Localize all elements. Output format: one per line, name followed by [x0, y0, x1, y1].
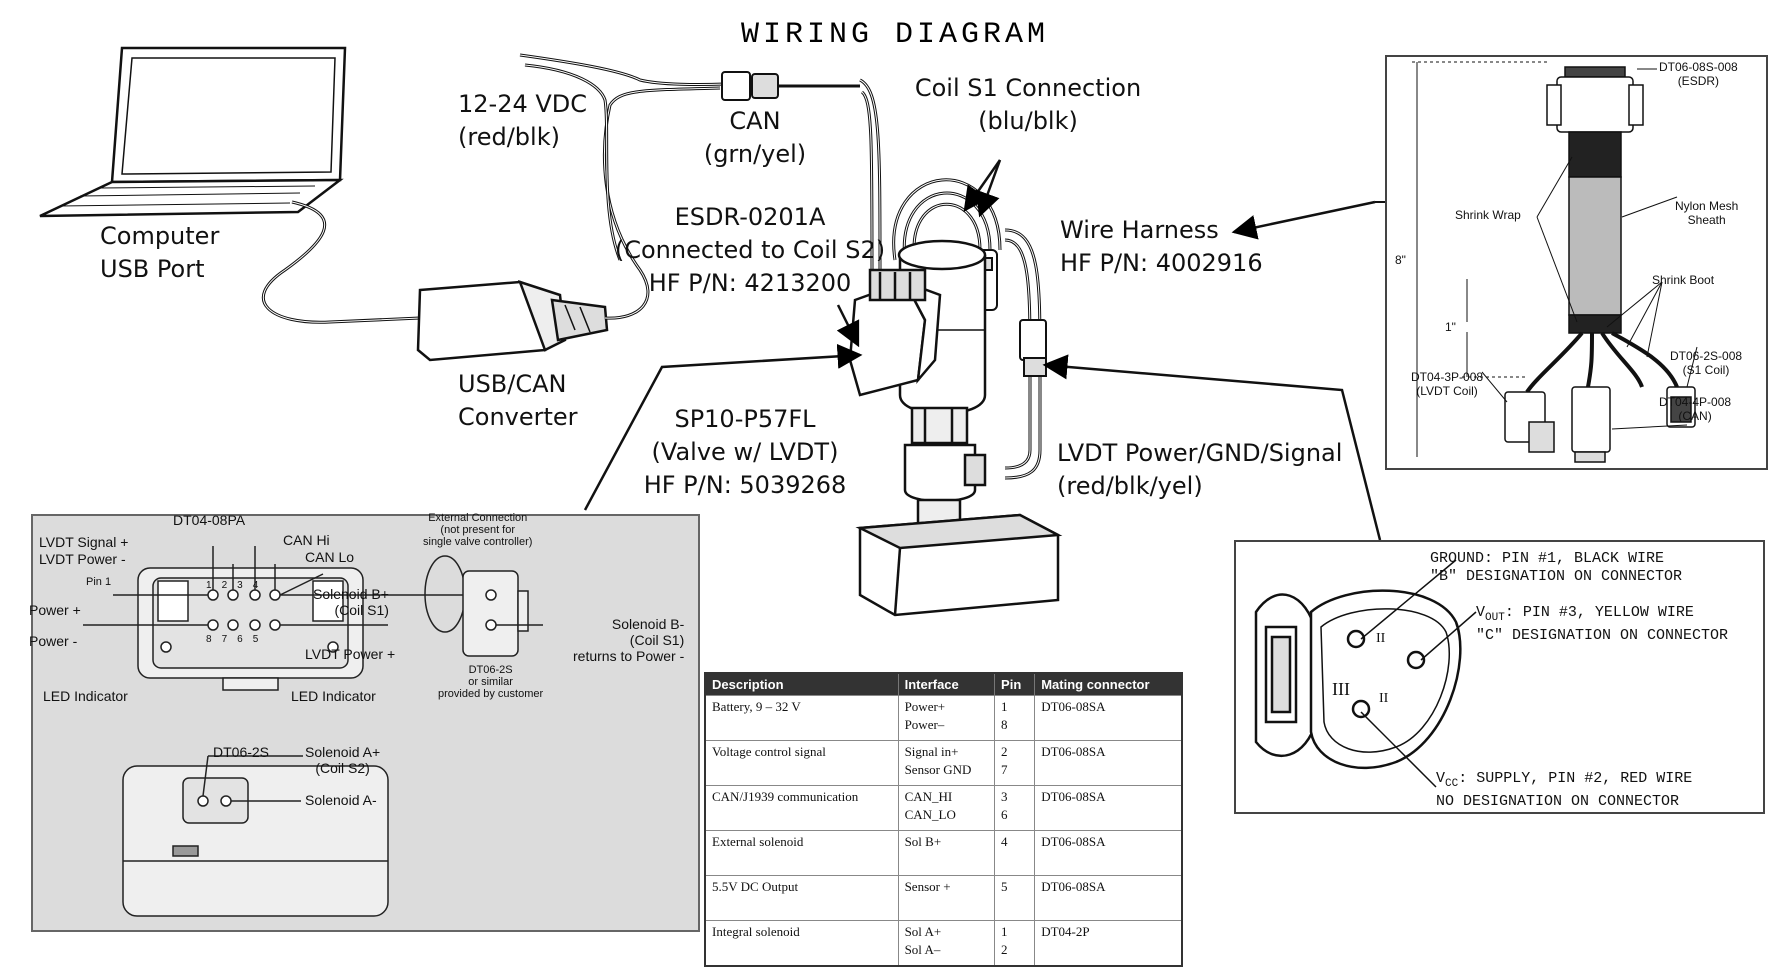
cell-description: CAN/J1939 communication: [705, 785, 899, 831]
table-header-row: Description Interface Pin Mating connect…: [705, 673, 1183, 696]
numeral-ii-top: II: [1376, 631, 1386, 646]
bottom-pin-numbers: 8765: [206, 634, 269, 645]
solenoid-a-plus-label: Solenoid A+(Coil S2): [305, 744, 381, 776]
esdr-connector-label: DT06-08S-008(ESDR): [1659, 60, 1738, 88]
cell-pin: 4: [994, 830, 1036, 876]
vcc-pin-label: VCC: SUPPLY, PIN #2, RED WIRE NO DESIGNA…: [1436, 770, 1693, 810]
can-connector-icon: [721, 71, 860, 101]
led-indicator-left-label: LED Indicator: [43, 688, 128, 704]
lvdt-pinout-inset: III II II GROUND: PIN #1, BLACK WIRE"B" …: [1234, 540, 1765, 814]
vout-pin-label: VOUT: PIN #3, YELLOW WIRE "C" DESIGNATIO…: [1476, 604, 1729, 644]
cell-connector: DT06-08SA: [1034, 830, 1183, 876]
top-pin-numbers: 1234: [206, 580, 269, 591]
cell-connector: DT06-08SA: [1034, 785, 1183, 831]
numeral-ii-bottom: II: [1379, 691, 1389, 706]
cell-interface: Sol B+: [898, 830, 996, 876]
cell-connector: DT06-08SA: [1034, 875, 1183, 921]
three-pin-connector-drawing: [1254, 559, 1477, 788]
lvdt-label: LVDT Power/GND/Signal(red/blk/yel): [1057, 439, 1343, 500]
cell-description: Integral solenoid: [705, 920, 899, 966]
pinout-drawing: [83, 546, 543, 917]
cell-connector: DT04-2P: [1034, 920, 1183, 966]
esdr-label: ESDR-0201A(Connected to Coil S2)HF P/N: …: [614, 203, 886, 297]
header-mating-connector: Mating connector: [1034, 673, 1183, 696]
harness-drawing: [1412, 61, 1698, 463]
shrink-boot-label: Shrink Boot: [1652, 273, 1715, 287]
shrink-wrap-label: Shrink Wrap: [1455, 208, 1521, 222]
header-description: Description: [705, 673, 899, 696]
solenoid-b-plus-label: Solenoid B+(Coil S1): [313, 586, 389, 618]
power-label: 12-24 VDC(red/blk): [458, 90, 588, 151]
lvdt-power-plus-label: LVDT Power +: [305, 646, 396, 662]
table-row: Voltage control signal Signal in+Sensor …: [705, 740, 1183, 786]
dt04-08pa-label: DT04-08PA: [173, 512, 246, 528]
cell-pin: 5: [994, 875, 1036, 921]
solenoid-a-minus-label: Solenoid A-: [305, 792, 377, 808]
lvdt-signal-label: LVDT Signal +: [39, 534, 129, 550]
cell-interface: Signal in+Sensor GND: [898, 740, 996, 786]
laptop-icon: [39, 46, 347, 218]
header-pin: Pin: [994, 673, 1036, 696]
table-row: 5.5V DC Output Sensor + 5 DT06-08SA: [705, 875, 1183, 921]
length-1in-label: 1": [1445, 320, 1456, 334]
table-row: External solenoid Sol B+ 4 DT06-08SA: [705, 830, 1183, 876]
diagram-title: WIRING DIAGRAM: [740, 18, 1050, 52]
power-minus-label: Power -: [29, 633, 78, 649]
numeral-iii: III: [1332, 679, 1350, 699]
controller-pinout-panel: DT04-08PA LVDT Signal + LVDT Power - CAN…: [29, 512, 700, 932]
power-plus-label: Power +: [29, 602, 81, 618]
valve-label: SP10-P57FL(Valve w/ LVDT)HF P/N: 5039268: [643, 405, 847, 499]
cell-description: Voltage control signal: [705, 740, 899, 786]
cell-connector: DT06-08SA: [1034, 695, 1183, 741]
lvdt-connector-label: DT04-3P-008(LVDT Coil): [1411, 370, 1484, 398]
cell-interface: Sol A+Sol A–: [898, 920, 996, 966]
pin-assignment-table: Description Interface Pin Mating connect…: [704, 672, 1183, 967]
header-interface: Interface: [898, 673, 996, 696]
cell-interface: Power+Power–: [898, 695, 996, 741]
lvdt-power-minus-label: LVDT Power -: [39, 551, 126, 567]
lvdt-connector-icon: [1019, 319, 1047, 377]
cell-interface: Sensor +: [898, 875, 996, 921]
usb-can-converter-icon: [416, 280, 609, 362]
valve-assembly-icon: [848, 239, 1063, 617]
can-hi-label: CAN Hi: [283, 532, 330, 548]
can-connector-label: DT04-4P-008(CAN): [1659, 395, 1732, 423]
cell-description: 5.5V DC Output: [705, 875, 899, 921]
cell-connector: DT06-08SA: [1034, 740, 1183, 786]
ground-pin-label: GROUND: PIN #1, BLACK WIRE"B" DESIGNATIO…: [1430, 550, 1683, 585]
length-8in-label: 8": [1395, 253, 1406, 267]
wiring-artwork: [39, 46, 1385, 617]
s1-connector-label: DT06-2S-008(S1 Coil): [1670, 349, 1743, 377]
pin1-label: Pin 1: [86, 576, 112, 588]
coil-s1-label: Coil S1 Connection(blu/blk): [914, 74, 1142, 135]
dt06-2s-label: DT06-2S: [213, 744, 270, 760]
can-lo-label: CAN Lo: [305, 549, 355, 565]
solenoid-b-minus-label: Solenoid B-(Coil S1)returns to Power -: [573, 616, 685, 664]
cell-description: Battery, 9 – 32 V: [705, 695, 899, 741]
can-label: CAN(grn/yel): [703, 107, 807, 168]
led-indicator-right-label: LED Indicator: [291, 688, 376, 704]
cell-description: External solenoid: [705, 830, 899, 876]
